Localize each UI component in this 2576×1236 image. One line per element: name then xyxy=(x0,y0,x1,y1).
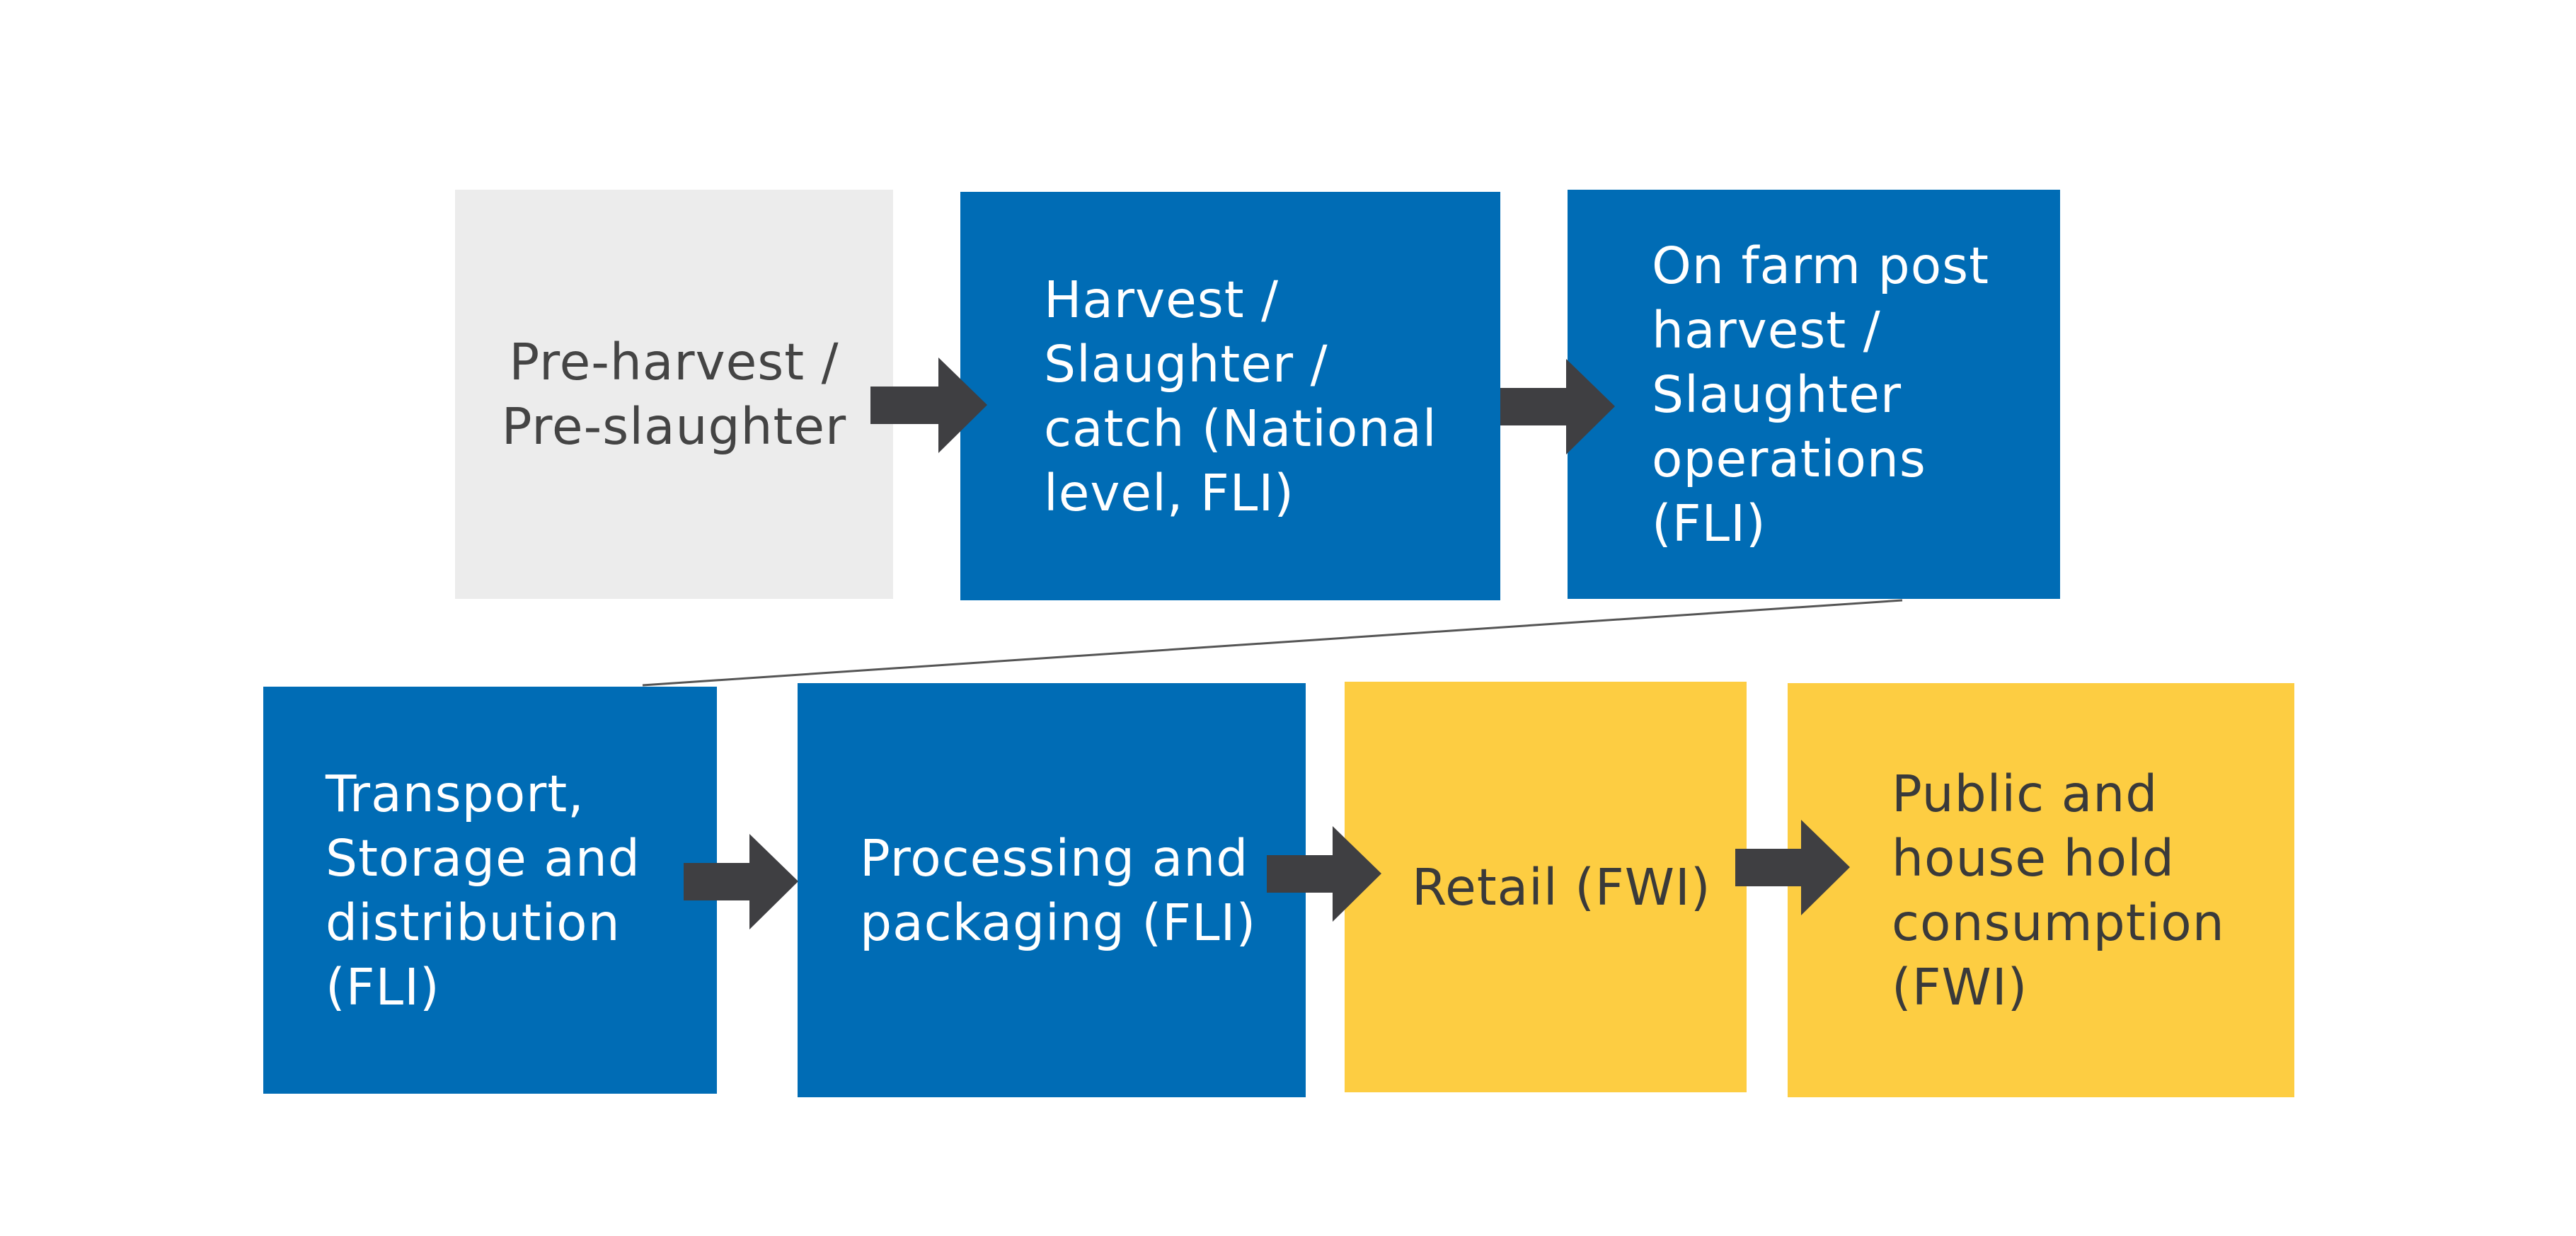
arrow-right-icon xyxy=(684,834,798,929)
arrow-right-icon xyxy=(1267,826,1381,922)
processing-box: Processing and packaging (FLI) xyxy=(798,683,1306,1097)
public-consumption-box: Public and house hold consumption (FWI) xyxy=(1788,683,2294,1097)
arrow-right-icon xyxy=(870,357,987,453)
transport-box: Transport, Storage and distribution (FLI… xyxy=(263,687,717,1094)
pre-harvest-label: Pre-harvest / Pre-slaughter xyxy=(501,333,847,456)
arrow-right-icon xyxy=(1500,359,1615,454)
retail-box: Retail (FWI) xyxy=(1345,682,1747,1092)
arrow-right-icon xyxy=(1735,820,1850,915)
harvest-label: Harvest / Slaughter / catch (National le… xyxy=(1044,270,1437,522)
processing-label: Processing and packaging (FLI) xyxy=(860,828,1257,952)
pre-harvest-box: Pre-harvest / Pre-slaughter xyxy=(455,190,893,599)
on-farm-post-harvest-box: On farm post harvest / Slaughter operati… xyxy=(1568,190,2060,599)
harvest-box: Harvest / Slaughter / catch (National le… xyxy=(960,192,1500,600)
retail-label: Retail (FWI) xyxy=(1412,857,1711,917)
transport-label: Transport, Storage and distribution (FLI… xyxy=(326,764,640,1017)
on-farm-post-harvest-label: On farm post harvest / Slaughter operati… xyxy=(1652,236,1989,553)
public-consumption-label: Public and house hold consumption (FWI) xyxy=(1892,764,2225,1017)
